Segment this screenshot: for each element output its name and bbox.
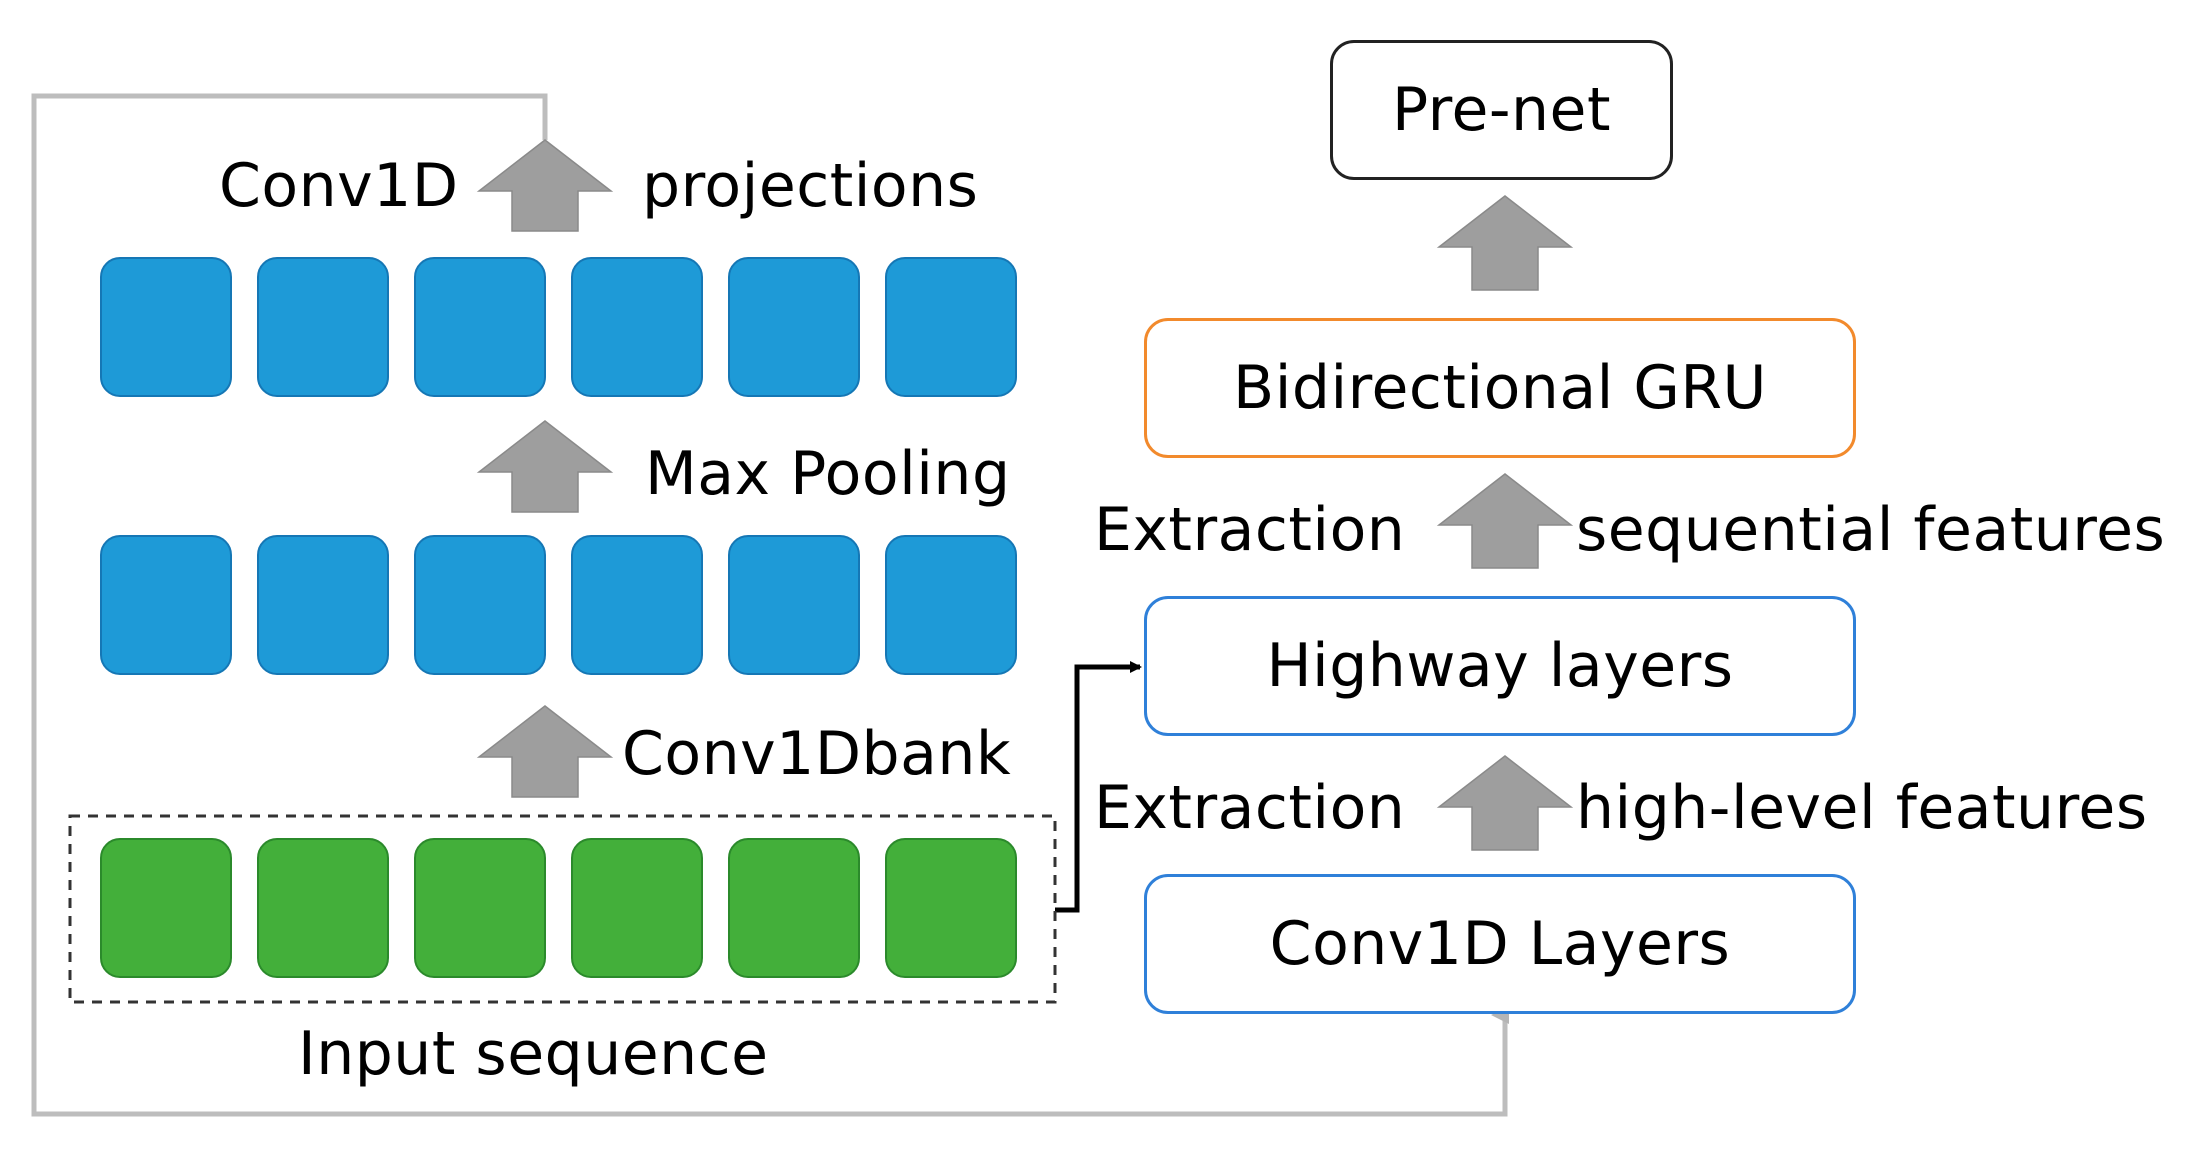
sequential-right-label: sequential features [1576, 495, 2166, 565]
prenet-box: Pre-net [1330, 40, 1673, 180]
bidirectional-gru-box: Bidirectional GRU [1144, 318, 1856, 458]
maxpool-cell [571, 535, 703, 675]
maxpool-cell [414, 535, 546, 675]
up-arrow-prenet [1436, 195, 1574, 291]
maxpool-cell [728, 535, 860, 675]
projection-cell [728, 257, 860, 397]
up-arrow-bank [476, 705, 614, 798]
input-cell [571, 838, 703, 978]
input-cell [728, 838, 860, 978]
prenet-label: Pre-net [1391, 75, 1611, 145]
input-sequence-label: Input sequence [298, 1019, 769, 1089]
projection-cell [571, 257, 703, 397]
highway-layers-box: Highway layers [1144, 596, 1856, 736]
projection-cell [100, 257, 232, 397]
bank-label: Conv1Dbank [622, 719, 1012, 789]
conv-layers-label: Conv1D Layers [1269, 909, 1731, 979]
sequential-left-label: Extraction [1094, 495, 1406, 565]
maxpool-label: Max Pooling [645, 439, 1011, 509]
input-to-highway-connector [1055, 661, 1142, 913]
input-sequence-group [68, 814, 1057, 1004]
maxpool-cell [100, 535, 232, 675]
residual-connector-line [31, 93, 1509, 1117]
projection-cell [257, 257, 389, 397]
maxpool-cell [257, 535, 389, 675]
up-arrow-maxpool [476, 420, 614, 513]
projection-cell [885, 257, 1017, 397]
gru-label: Bidirectional GRU [1233, 353, 1767, 423]
projections-right-label: projections [642, 151, 979, 221]
input-cell [414, 838, 546, 978]
up-arrow-highlevel [1436, 755, 1574, 851]
projection-cell [414, 257, 546, 397]
projections-left-label: Conv1D [219, 151, 459, 221]
maxpool-cell [885, 535, 1017, 675]
conv1d-layers-box: Conv1D Layers [1144, 874, 1856, 1014]
highlevel-right-label: high-level features [1576, 773, 2148, 843]
input-cell [885, 838, 1017, 978]
input-cell [100, 838, 232, 978]
up-arrow-sequential [1436, 473, 1574, 569]
highway-label: Highway layers [1266, 631, 1734, 701]
up-arrow-projections [476, 139, 614, 232]
highlevel-left-label: Extraction [1094, 773, 1406, 843]
input-cell [257, 838, 389, 978]
